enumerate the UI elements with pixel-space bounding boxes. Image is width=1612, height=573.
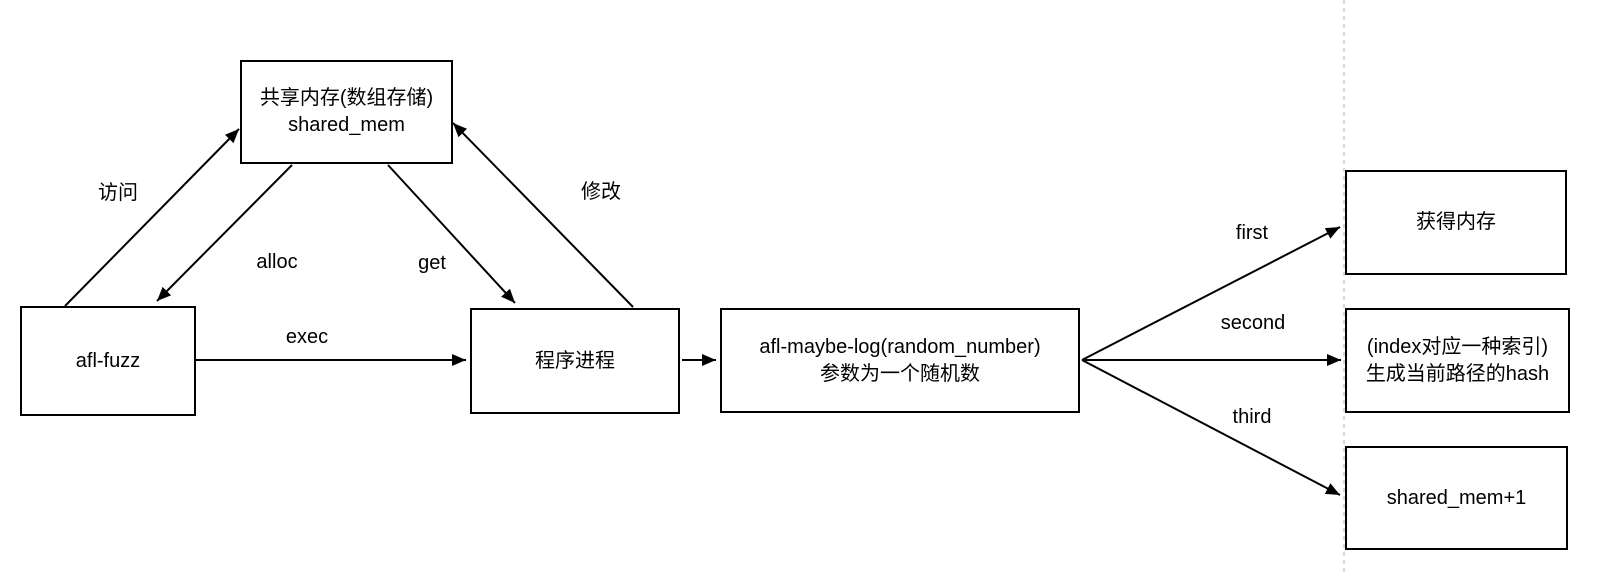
- index-hash-node: (index对应一种索引) 生成当前路径的hash: [1345, 308, 1570, 413]
- edge-label-access: 访问: [98, 182, 138, 204]
- index-hash-node-line1: (index对应一种索引): [1366, 335, 1549, 358]
- shared-mem-node: 共享内存(数组存储) shared_mem: [240, 60, 453, 164]
- edge-label-second: second: [1220, 312, 1286, 334]
- edge-label-modify: 修改: [581, 181, 621, 203]
- afl-maybe-log-node-line1: afl-maybe-log(random_number): [759, 335, 1041, 358]
- afl-maybe-log-node-line2: 参数为一个随机数: [820, 362, 980, 385]
- afl-fuzz-node-label: afl-fuzz: [75, 349, 141, 372]
- index-hash-node-line2: 生成当前路径的hash: [1365, 362, 1550, 385]
- edge-label-get: get: [418, 252, 446, 274]
- afl-fuzz-node: afl-fuzz: [20, 306, 196, 416]
- edge-label-first: first: [1235, 222, 1269, 244]
- shared-mem-node-line1: 共享内存(数组存储): [259, 87, 434, 109]
- edge-access-arrow: [64, 128, 240, 307]
- edge-modify-arrow: [452, 122, 634, 308]
- afl-maybe-log-node: afl-maybe-log(random_number) 参数为一个随机数: [720, 308, 1080, 413]
- edge-alloc-arrow: [156, 164, 293, 302]
- edge-get-arrow: [387, 164, 516, 304]
- edge-label-alloc: alloc: [256, 251, 298, 273]
- shared-mem-plus1-node-label: shared_mem+1: [1386, 486, 1527, 509]
- edge-label-exec: exec: [285, 326, 329, 348]
- shared-mem-plus1-node: shared_mem+1: [1345, 446, 1568, 550]
- get-memory-node-label: 获得内存: [1416, 211, 1496, 233]
- program-process-node: 程序进程: [470, 308, 680, 414]
- edge-third-arrow: [1081, 359, 1341, 496]
- program-process-node-label: 程序进程: [535, 349, 615, 372]
- edge-label-third: third: [1232, 406, 1272, 428]
- edge-first-arrow: [1081, 226, 1341, 361]
- get-memory-node: 获得内存: [1345, 170, 1567, 275]
- shared-mem-node-line2: shared_mem: [288, 114, 405, 136]
